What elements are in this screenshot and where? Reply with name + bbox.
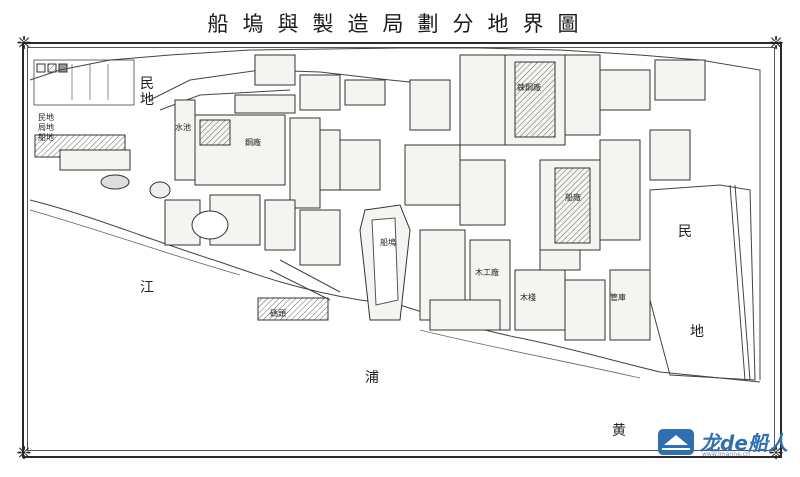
watermark: 龙de船人 www.lmarine.cn xyxy=(656,423,792,463)
legend-label-1: 民地 xyxy=(38,112,54,122)
map-frame xyxy=(22,42,782,458)
label-dock: 船塢 xyxy=(380,237,396,247)
corner-ornament-bl: ❈ xyxy=(16,443,32,464)
river-bank xyxy=(29,199,761,383)
label-di-left: 地 xyxy=(140,92,154,108)
corner-ornament-tr: ❈ xyxy=(768,33,784,54)
label-pipe: 管庫 xyxy=(610,292,626,302)
ship-logo-icon xyxy=(658,429,694,455)
watermark-brand: 龙de船人 xyxy=(700,431,788,455)
label-wood-fac: 木工廠 xyxy=(475,267,499,277)
label-steel: 鍊鋼廠 xyxy=(517,82,541,92)
legend xyxy=(33,59,135,106)
pool-3 xyxy=(191,210,229,240)
left-cluster xyxy=(34,54,386,266)
label-wood-store: 木棧 xyxy=(520,292,536,302)
dry-dock xyxy=(257,204,411,321)
legend-label-2: 局地 xyxy=(38,122,54,132)
east-land xyxy=(649,184,756,381)
right-cluster xyxy=(514,54,706,341)
label-foundry: 鋼廠 xyxy=(245,137,261,147)
label-pu: 浦 xyxy=(365,370,379,386)
pool-2 xyxy=(149,181,171,199)
map-frame-inner xyxy=(27,47,775,451)
label-huang: 黄 xyxy=(612,422,626,439)
legend-label-3: 船地 xyxy=(38,132,54,142)
label-ship-fac: 船廠 xyxy=(565,192,581,202)
corner-ornament-tl: ❈ xyxy=(16,33,32,54)
label-min-left: 民 xyxy=(140,76,154,92)
label-jiang: 江 xyxy=(140,280,154,296)
corner-ornament-br: ❈ xyxy=(768,443,784,464)
label-min-right: 民 xyxy=(678,224,692,240)
site-boundary xyxy=(29,47,761,380)
map-title: 船塢與製造局劃分地界圖 xyxy=(207,12,593,36)
label-pool: 水池 xyxy=(175,122,191,132)
label-bay: 碼頭 xyxy=(270,309,286,318)
watermark-url: www.lmarine.cn xyxy=(702,451,750,458)
center-cluster xyxy=(404,54,566,331)
pool-1 xyxy=(100,174,130,190)
label-di-right: 地 xyxy=(690,324,704,340)
